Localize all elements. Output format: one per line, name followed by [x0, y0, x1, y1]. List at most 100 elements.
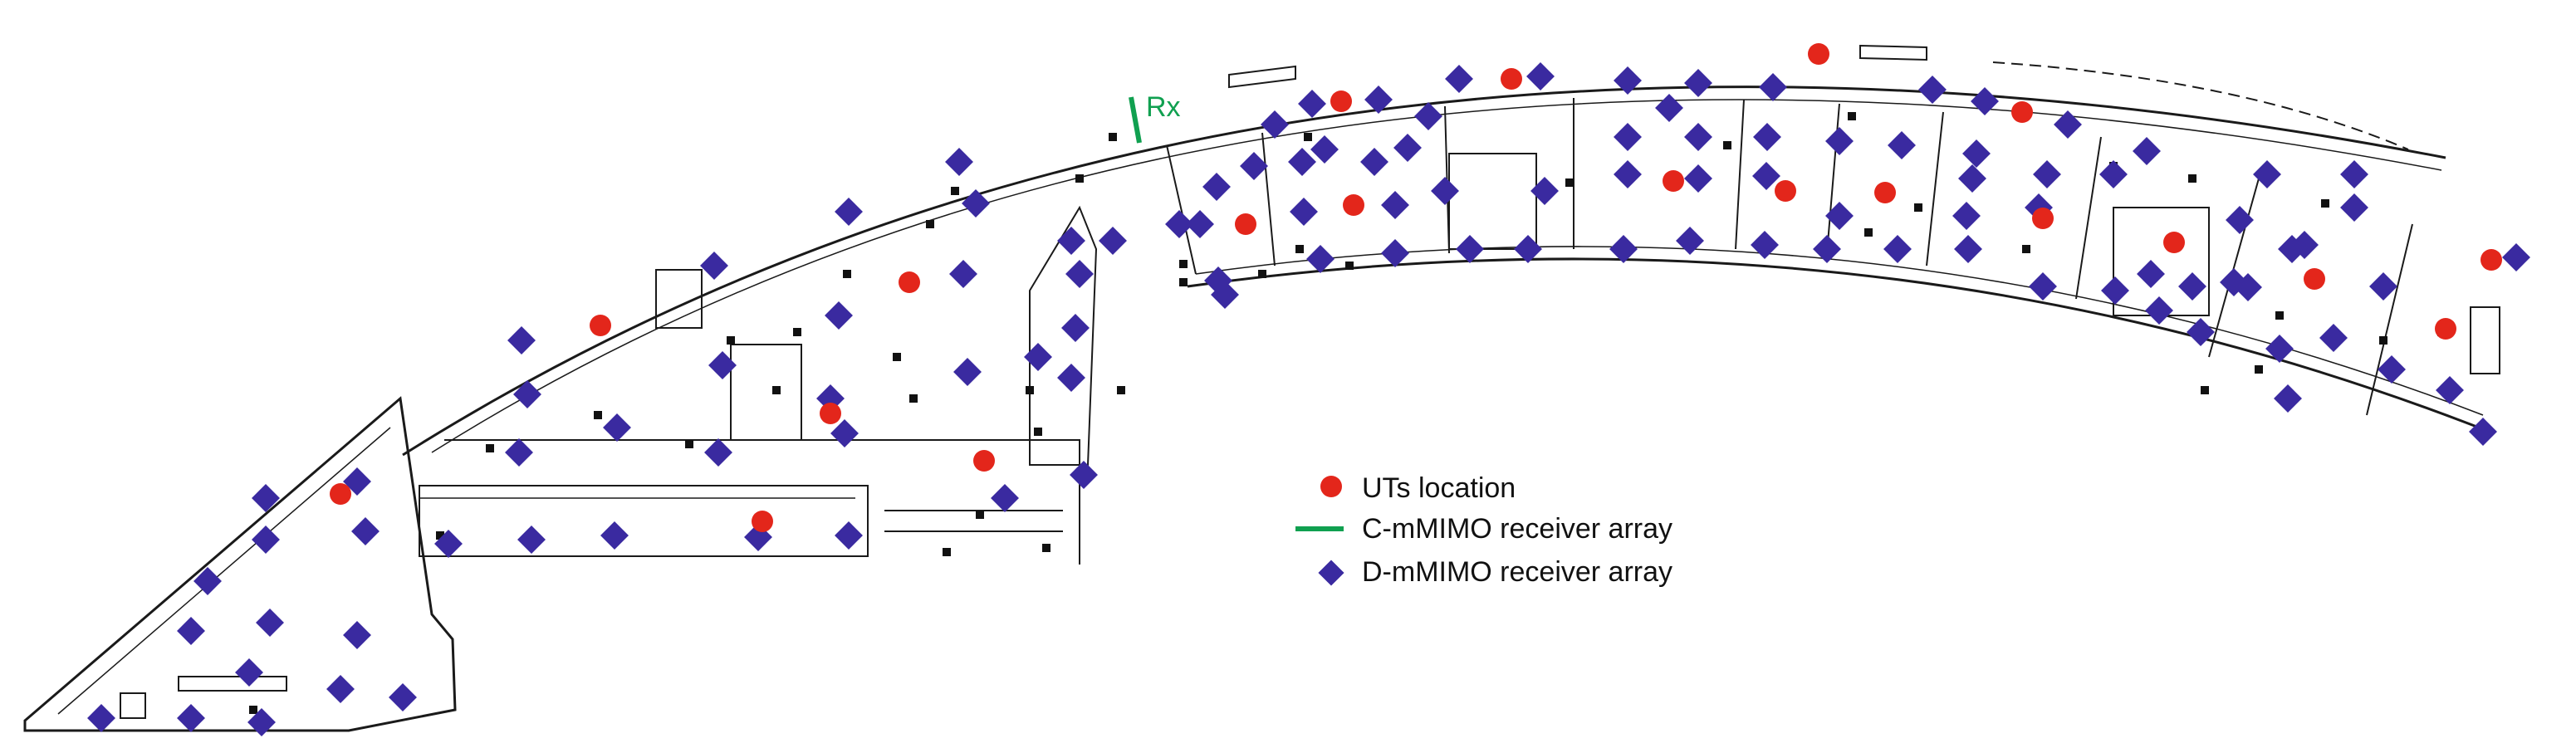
d-mmimo-marker — [1381, 239, 1409, 267]
d-mmimo-marker — [2145, 296, 2173, 325]
column-square — [685, 440, 693, 448]
core-block-a — [1448, 153, 1537, 250]
column-square — [1109, 133, 1117, 141]
d-mmimo-marker — [1676, 227, 1704, 255]
d-mmimo-marker — [1952, 202, 1981, 230]
ut-marker — [820, 403, 841, 424]
d-mmimo-marker — [2265, 335, 2294, 363]
d-mmimo-marker — [2133, 137, 2161, 165]
outer-facade-arc-inner — [431, 99, 2442, 453]
d-mmimo-marker — [507, 326, 536, 354]
column-square — [793, 328, 801, 336]
d-mmimo-marker — [704, 438, 732, 467]
central-block — [419, 485, 869, 557]
column-square — [1179, 278, 1188, 286]
column-square — [951, 187, 959, 195]
d-mmimo-marker — [1261, 110, 1289, 139]
d-mmimo-marker — [991, 484, 1019, 512]
d-mmimo-marker — [1526, 62, 1555, 90]
d-mmimo-marker — [434, 530, 463, 558]
d-mmimo-marker — [1360, 148, 1388, 176]
column-square — [843, 270, 851, 278]
d-mmimo-marker — [1393, 134, 1422, 162]
ut-marker — [2032, 208, 2054, 229]
ut-marker — [2163, 232, 2185, 253]
d-mmimo-marker — [1514, 235, 1542, 263]
column-square — [2321, 199, 2329, 208]
d-mmimo-marker — [1099, 227, 1127, 255]
column-square — [1117, 386, 1125, 394]
column-square — [772, 386, 781, 394]
d-mmimo-marker — [1883, 235, 1912, 263]
d-mmimo-marker — [708, 351, 737, 379]
ut-markers — [330, 43, 2502, 532]
d-mmimo-marker — [2033, 160, 2061, 188]
legend-dmimo-swatch — [1318, 560, 1344, 586]
column-square — [909, 394, 918, 403]
column-square — [1848, 112, 1856, 120]
d-mmimo-marker — [1456, 235, 1484, 263]
legend-cmimo-label: C-mMIMO receiver array — [1362, 513, 1672, 545]
d-mmimo-marker — [2502, 243, 2530, 271]
d-mmimo-marker — [600, 521, 629, 550]
c-mmimo-array-line — [1129, 96, 1142, 144]
west-stair — [120, 692, 146, 719]
d-mmimo-marker — [247, 708, 276, 736]
legend-ut-swatch — [1320, 476, 1342, 497]
column-square — [1034, 428, 1042, 436]
d-mmimo-marker — [193, 567, 222, 595]
d-mmimo-marker — [1684, 123, 1712, 151]
d-mmimo-marker — [351, 517, 380, 545]
d-mmimo-marker — [2369, 272, 2397, 301]
d-mmimo-marker — [1186, 210, 1214, 238]
column-square — [2275, 311, 2284, 320]
column-square — [926, 220, 934, 228]
east-end-block — [2470, 306, 2500, 374]
inner-facade-arc — [1187, 257, 2480, 429]
d-mmimo-marker — [1888, 131, 1916, 159]
d-mmimo-marker — [517, 526, 546, 554]
d-mmimo-marker — [2178, 272, 2206, 301]
d-mmimo-marker — [1609, 235, 1638, 263]
d-mmimo-marker — [1431, 177, 1459, 205]
column-square — [1304, 133, 1312, 141]
legend: UTs location C-mMIMO receiver array D-mM… — [1295, 472, 1672, 588]
ut-marker — [590, 315, 611, 336]
balcony-dashed — [1992, 61, 2409, 150]
column-square — [1914, 203, 1922, 212]
d-mmimo-marker — [1971, 87, 1999, 115]
d-mmimo-marker — [1962, 139, 1991, 168]
d-mmimo-marker — [603, 413, 631, 442]
d-mmimo-marker — [1614, 160, 1642, 188]
d-mmimo-marker — [505, 438, 533, 467]
d-mmimo-marker — [1655, 94, 1683, 122]
d-mmimo-marker — [252, 484, 280, 512]
d-mmimo-marker — [1414, 102, 1442, 130]
ut-marker — [1501, 68, 1522, 90]
d-mmimo-marker — [1024, 343, 1052, 371]
ut-marker — [1874, 182, 1896, 203]
building-walls — [23, 44, 2500, 732]
d-mmimo-marker — [2099, 160, 2128, 188]
west-wing-outline — [23, 396, 457, 732]
roof-slot-a — [1228, 65, 1296, 89]
d-mmimo-marker — [825, 301, 853, 330]
column-square — [1864, 228, 1873, 237]
ut-marker — [2011, 101, 2033, 123]
west-wing-inner — [57, 427, 391, 715]
d-mmimo-marker — [1954, 235, 1982, 263]
d-mmimo-marker — [1306, 245, 1335, 273]
d-mmimo-marker — [1918, 76, 1947, 104]
d-mmimo-marker — [949, 260, 977, 288]
d-mmimo-marker — [953, 358, 982, 386]
column-square — [486, 444, 494, 452]
d-mmimo-marker — [343, 621, 371, 649]
ut-marker — [1343, 194, 1364, 216]
d-mmimo-marker — [235, 658, 263, 687]
d-mmimo-marker — [1751, 231, 1779, 259]
d-mmimo-marker — [1614, 66, 1642, 95]
d-mmimo-marker — [256, 609, 284, 637]
column-square — [2022, 245, 2030, 253]
outer-facade-arc — [402, 86, 2446, 457]
d-mmimo-marker — [1165, 210, 1193, 238]
